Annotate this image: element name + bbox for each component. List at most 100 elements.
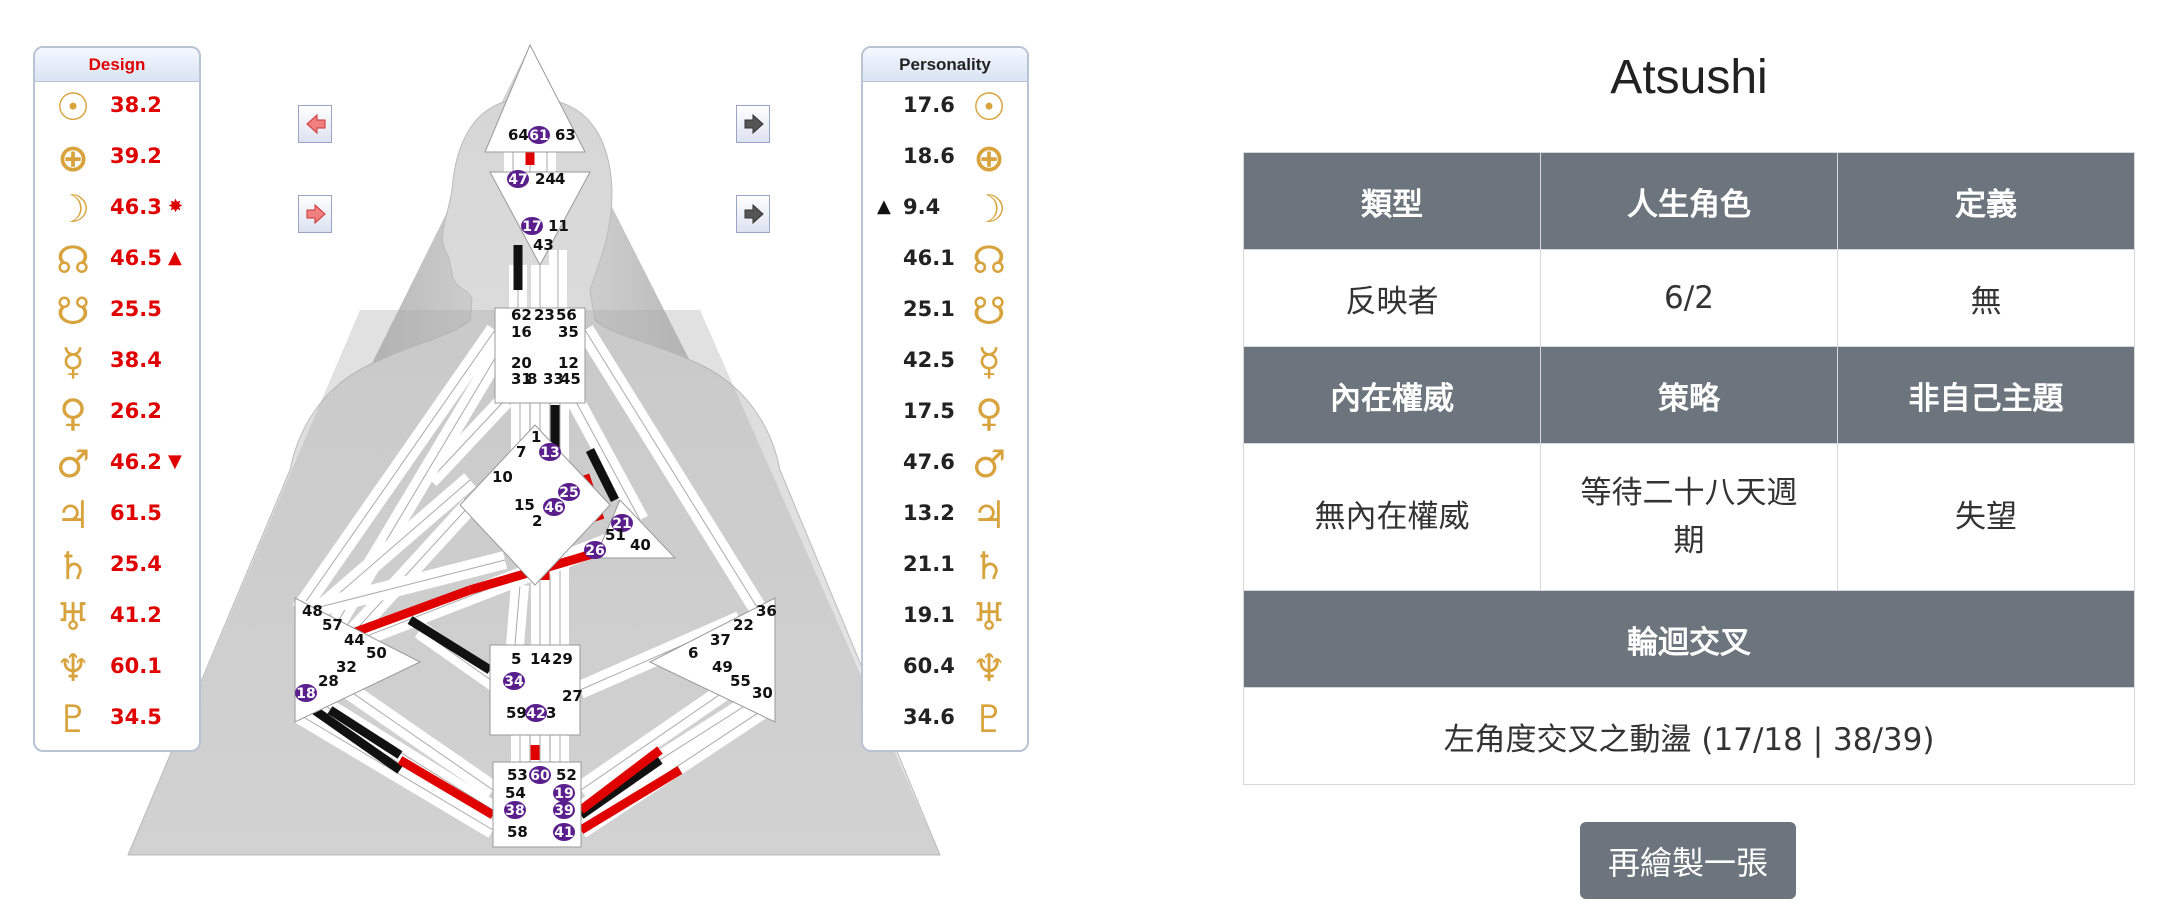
design-next-button[interactable] — [298, 195, 332, 233]
definition-header: 定義 — [1837, 152, 2135, 250]
personality-prev-button[interactable] — [736, 105, 770, 143]
gate-6: 6 — [688, 644, 698, 662]
planet-value: 26.2 — [110, 399, 162, 423]
svg-text:24: 24 — [535, 170, 556, 188]
planet-value: 42.5 — [903, 348, 955, 372]
redraw-button[interactable]: 再繪製一張 — [1580, 822, 1796, 899]
gate-14: 14 — [530, 650, 551, 668]
ajna-center — [489, 171, 591, 267]
personality-row-uranus: ♅19.1 — [863, 593, 1027, 643]
personality-row-jupiter: ♃13.2 — [863, 491, 1027, 541]
gate-16: 16 — [511, 323, 532, 341]
svg-text:21: 21 — [612, 516, 631, 532]
gate-28: 28 — [318, 672, 339, 690]
planet-value: 46.3 — [110, 195, 162, 219]
svg-text:63: 63 — [555, 126, 576, 144]
gate-11: 11 — [548, 217, 569, 235]
gate-49: 49 — [712, 658, 733, 676]
svg-text:11: 11 — [548, 217, 569, 235]
gate-32: 32 — [336, 658, 357, 676]
gate-60: 60 — [529, 766, 551, 784]
svg-text:39: 39 — [554, 803, 573, 819]
svg-text:60: 60 — [530, 768, 550, 784]
sun-icon: ☉ — [971, 85, 1007, 129]
svg-text:62: 62 — [511, 306, 532, 324]
gate-44: 44 — [344, 631, 365, 649]
design-row-moon: ☽46.3✸ — [35, 185, 199, 235]
svg-text:15: 15 — [514, 496, 535, 514]
svg-text:44: 44 — [344, 631, 365, 649]
earth-icon: ⊕ — [973, 136, 1005, 180]
svg-text:5: 5 — [511, 650, 521, 668]
svg-text:38: 38 — [505, 803, 524, 819]
south-node-icon: ☋ — [972, 289, 1006, 333]
personality-panel-title: Personality — [863, 48, 1027, 82]
svg-text:36: 36 — [756, 602, 777, 620]
channel-activation — [407, 616, 493, 674]
profile-table: 類型 人生角色 定義 反映者 6/2 無 內在權威 策略 非自己主題 無內在權威… — [1243, 152, 2135, 785]
svg-text:42: 42 — [526, 706, 545, 722]
gate-59: 59 — [506, 704, 527, 722]
strategy-value: 等待二十八天週期 — [1540, 443, 1838, 591]
svg-text:30: 30 — [752, 684, 773, 702]
gate-18: 18 — [295, 684, 317, 702]
mars-icon: ♂ — [971, 442, 1007, 486]
gate-39: 39 — [553, 801, 575, 819]
svg-text:3: 3 — [546, 704, 556, 722]
gate-31: 31 — [511, 370, 532, 388]
design-row-jupiter: ♃61.5 — [35, 491, 199, 541]
gate-48: 48 — [302, 602, 323, 620]
svg-text:2: 2 — [532, 512, 542, 530]
gate-46: 46 — [543, 498, 565, 516]
gate-24: 24 — [535, 170, 556, 188]
planet-value: 18.6 — [903, 144, 955, 168]
svg-text:8: 8 — [527, 370, 537, 388]
gate-20: 20 — [511, 354, 532, 372]
gate-53: 53 — [507, 766, 528, 784]
gate-25: 25 — [558, 483, 580, 501]
svg-text:52: 52 — [556, 766, 577, 784]
personality-row-pluto: ♇34.6 — [863, 695, 1027, 745]
neptune-icon: ♆ — [55, 646, 91, 690]
g-center — [459, 424, 611, 586]
svg-text:32: 32 — [336, 658, 357, 676]
personality-next-button[interactable] — [736, 195, 770, 233]
svg-text:14: 14 — [530, 650, 551, 668]
neptune-icon: ♆ — [971, 646, 1007, 690]
svg-text:53: 53 — [507, 766, 528, 784]
design-prev-button[interactable] — [298, 105, 332, 143]
channel-activation — [578, 756, 663, 819]
profile-value: 6/2 — [1540, 249, 1838, 347]
planet-value: 9.4 — [903, 195, 941, 219]
channel-activation — [397, 756, 496, 819]
planet-value: 46.5 — [110, 246, 162, 270]
gate-42: 42 — [525, 704, 547, 722]
svg-text:18: 18 — [296, 686, 315, 702]
jupiter-icon: ♃ — [55, 493, 91, 537]
svg-text:57: 57 — [322, 616, 343, 634]
svg-text:40: 40 — [630, 536, 651, 554]
mercury-icon: ☿ — [977, 340, 1001, 384]
fixing-mark: ▲ — [168, 247, 182, 268]
pluto-icon: ♇ — [971, 697, 1007, 741]
design-row-uranus: ♅41.2 — [35, 593, 199, 643]
gate-5: 5 — [511, 650, 521, 668]
fixing-mark: ✸ — [168, 196, 184, 217]
mercury-icon: ☿ — [61, 340, 85, 384]
design-row-pluto: ♇34.5 — [35, 695, 199, 745]
planet-value: 46.2 — [110, 450, 162, 474]
ego-center — [594, 499, 677, 559]
personality-row-neptune: ♆60.4 — [863, 644, 1027, 694]
svg-text:54: 54 — [505, 784, 526, 802]
south-node-icon: ☋ — [56, 289, 90, 333]
gate-56: 56 — [556, 306, 577, 324]
svg-text:31: 31 — [511, 370, 532, 388]
planet-value: 41.2 — [110, 603, 162, 627]
gate-58: 58 — [507, 823, 528, 841]
svg-text:50: 50 — [366, 644, 387, 662]
svg-text:51: 51 — [605, 526, 626, 544]
svg-text:64: 64 — [508, 126, 529, 144]
venus-icon: ♀ — [975, 391, 1003, 435]
svg-text:58: 58 — [507, 823, 528, 841]
